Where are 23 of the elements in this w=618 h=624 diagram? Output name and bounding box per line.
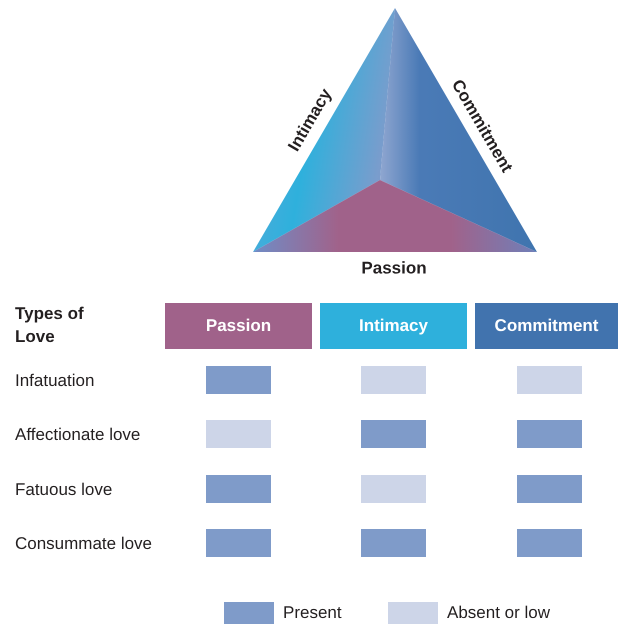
legend-label: Absent or low [447, 602, 550, 624]
status-swatch [206, 529, 271, 557]
status-swatch [517, 420, 582, 448]
status-swatch [517, 475, 582, 503]
legend-label: Present [283, 602, 342, 624]
status-swatch [361, 420, 426, 448]
row-label: Consummate love [15, 533, 152, 555]
status-swatch [206, 475, 271, 503]
column-header: Intimacy [320, 303, 467, 349]
row-label: Infatuation [15, 370, 94, 392]
status-swatch [361, 366, 426, 394]
column-heading: Types of Love [15, 303, 85, 348]
row-label: Affectionate love [15, 424, 140, 446]
status-swatch [361, 475, 426, 503]
status-swatch [206, 366, 271, 394]
status-swatch [517, 366, 582, 394]
side-label: Passion [361, 257, 427, 280]
status-swatch [361, 529, 426, 557]
status-swatch [206, 420, 271, 448]
column-header: Passion [165, 303, 312, 349]
column-header: Commitment [475, 303, 618, 349]
status-swatch [517, 529, 582, 557]
row-label: Fatuous love [15, 479, 112, 501]
